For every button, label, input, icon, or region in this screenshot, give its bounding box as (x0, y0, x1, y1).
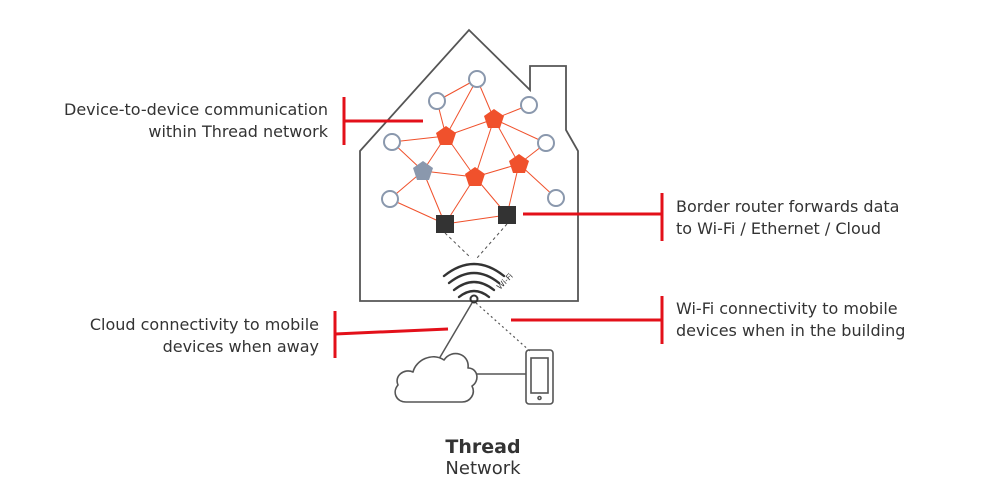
callout-wifi-line1: Wi-Fi connectivity to mobile (676, 299, 898, 318)
callout-markers (333, 97, 664, 358)
callout-device-line2: within Thread network (148, 122, 328, 141)
wifi-badge: Wi-Fi (495, 272, 515, 292)
sleepy-node-icon (413, 161, 433, 180)
end-device-icon (428, 92, 446, 110)
phone-icon (525, 349, 554, 405)
cloud-icon (394, 352, 478, 403)
end-devices (381, 70, 565, 208)
callout-wifi-line2: devices when in the building (676, 321, 906, 340)
wifi-phone-link (475, 302, 532, 353)
end-device-icon (520, 96, 538, 114)
callout-cloud: Cloud connectivity to mobile devices whe… (20, 314, 319, 358)
callout-cloud-line2: devices when away (162, 337, 319, 356)
diagram-subtitle: Network (445, 458, 521, 479)
router-node-icon (509, 154, 529, 173)
callout-device-to-device: Device-to-device communication within Th… (14, 99, 328, 143)
cloud-link (435, 302, 473, 365)
border-router-icon (498, 206, 516, 224)
end-device-icon (547, 189, 565, 207)
callout-border-router-line2: to Wi-Fi / Ethernet / Cloud (676, 219, 882, 238)
callout-border-router: Border router forwards data to Wi-Fi / E… (676, 196, 899, 240)
end-device-icon (537, 134, 555, 152)
router-node-icon (436, 126, 456, 145)
border-router-icon (436, 215, 454, 233)
router-nodes (413, 109, 529, 186)
border-router-links (444, 223, 508, 259)
diagram-title: Thread (445, 436, 521, 458)
callout-border-router-line1: Border router forwards data (676, 197, 900, 216)
router-node-icon (465, 167, 485, 186)
callout-leader-cloud (334, 327, 449, 336)
house-outline (359, 28, 579, 302)
end-device-icon (383, 133, 401, 151)
end-device-icon (468, 70, 486, 88)
router-node-icon (484, 109, 504, 128)
callout-wifi: Wi-Fi connectivity to mobile devices whe… (676, 298, 905, 342)
wifi-icon (442, 262, 506, 304)
callout-device-line1: Device-to-device communication (64, 100, 328, 119)
callout-cloud-line1: Cloud connectivity to mobile (89, 315, 319, 334)
end-device-icon (381, 190, 399, 208)
